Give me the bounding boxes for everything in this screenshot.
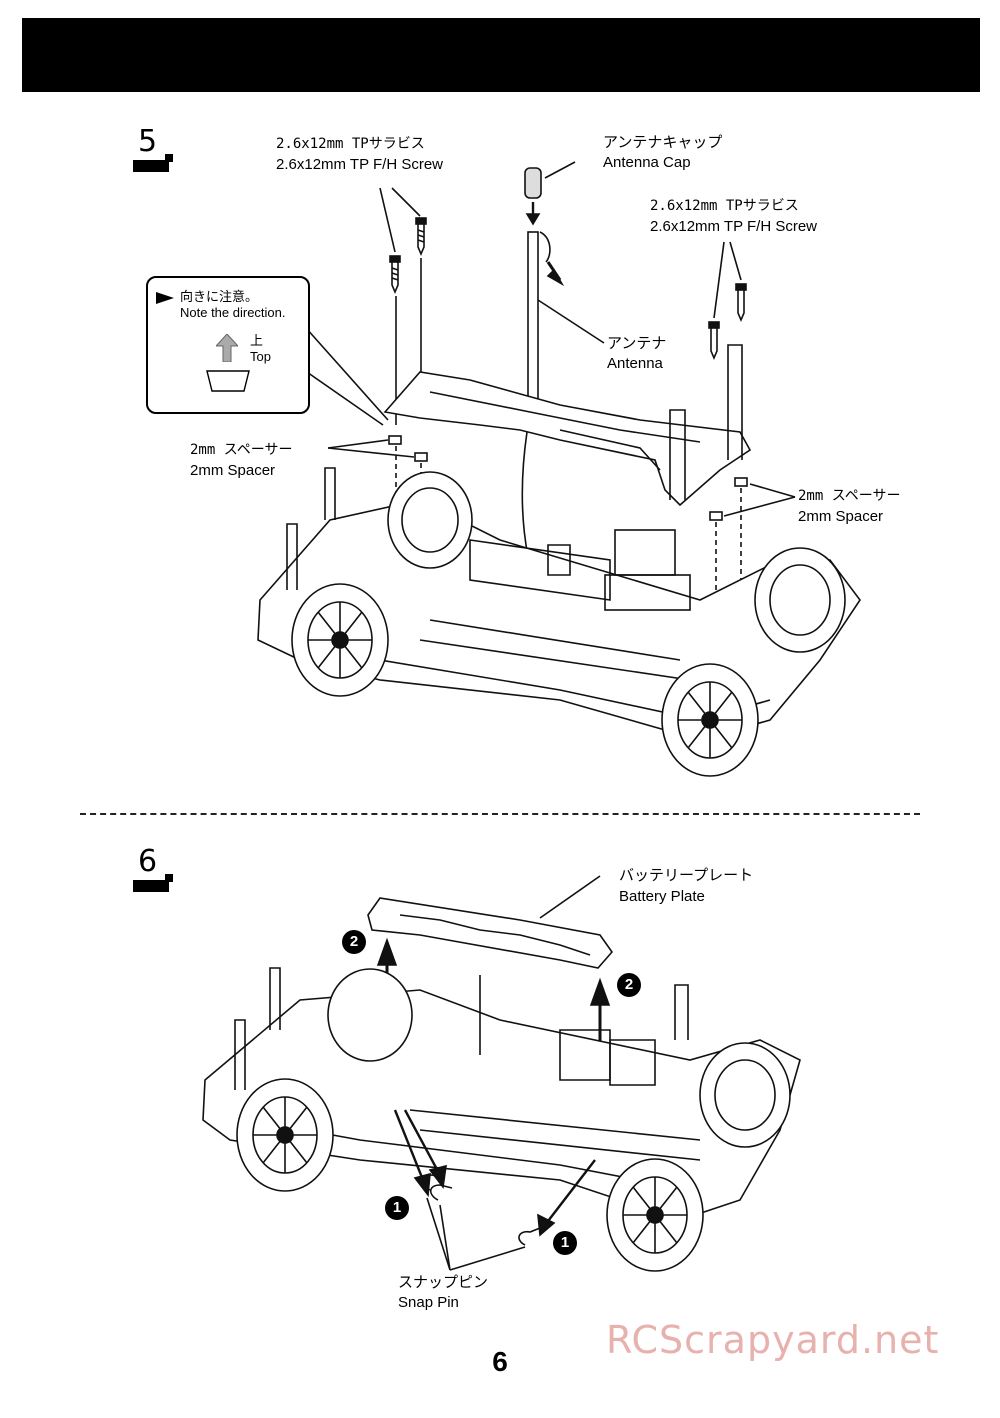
snap-pin-label-jp: スナップピン <box>398 1274 489 1291</box>
screw-right-label-jp: 2.6x12mm TPサラビス <box>650 198 799 214</box>
screw-icon <box>708 321 720 361</box>
antenna-cap-label-jp: アンテナキャップ <box>603 134 723 151</box>
spacer-left-label-en: 2mm Spacer <box>190 462 276 479</box>
step-marker-icon <box>133 154 173 172</box>
page-number: 6 <box>492 1346 508 1377</box>
top-label-jp: 上 <box>250 333 264 348</box>
snap-pin-label-en: Snap Pin <box>398 1294 459 1311</box>
spacer-shape-icon <box>206 370 250 392</box>
screw-icon <box>735 283 747 323</box>
step-order-badge: 2 <box>617 973 641 997</box>
section-divider <box>80 813 920 815</box>
watermark: RCScrapyard.net <box>606 1318 940 1362</box>
battery-plate-label-jp: バッテリープレート <box>619 867 754 884</box>
battery-plate-label-en: Battery Plate <box>619 888 705 905</box>
step-number: 5 <box>138 124 158 159</box>
step-order-badge: 1 <box>553 1231 577 1255</box>
step-marker-icon <box>133 874 173 892</box>
step-order-badge: 2 <box>342 930 366 954</box>
screw-right-label-en: 2.6x12mm TP F/H Screw <box>650 218 817 235</box>
antenna-cap-label-en: Antenna Cap <box>603 154 691 171</box>
screw-left-label-jp: 2.6x12mm TPサラビス <box>276 136 425 152</box>
spacer-right-label-jp: 2mm スペーサー <box>798 488 901 504</box>
pointer-icon <box>156 292 174 304</box>
step-number: 6 <box>138 844 158 879</box>
direction-note-box: 向きに注意。 Note the direction. 上 Top <box>146 276 310 414</box>
antenna-label-en: Antenna <box>607 355 663 372</box>
header-bar <box>22 18 980 92</box>
screw-icon <box>389 255 401 295</box>
antenna-label-jp: アンテナ <box>607 335 667 352</box>
screw-left-label-en: 2.6x12mm TP F/H Screw <box>276 156 443 173</box>
top-label-en: Top <box>250 349 271 364</box>
screw-icon <box>415 217 427 257</box>
spacer-left-label-jp: 2mm スペーサー <box>190 442 293 458</box>
spacer-right-label-en: 2mm Spacer <box>798 508 884 525</box>
up-arrow-icon <box>216 334 238 362</box>
note-text-en: Note the direction. <box>180 305 286 320</box>
note-text-jp: 向きに注意。 <box>180 289 259 304</box>
step-order-badge: 1 <box>385 1196 409 1220</box>
